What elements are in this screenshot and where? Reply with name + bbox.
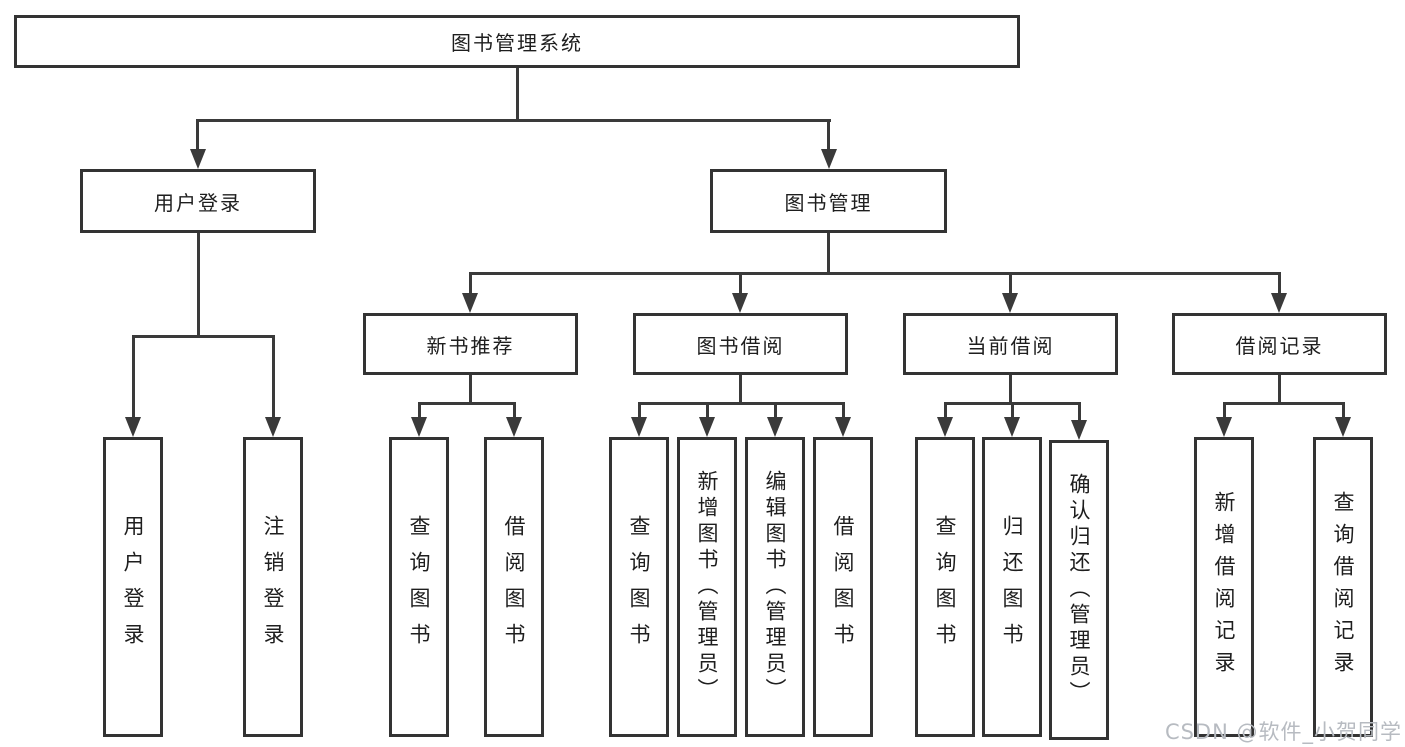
connector-line [827,119,830,151]
leaf-confirm-return-admin-label: 确认归还（管理员） [1067,473,1091,707]
node-book-borrow: 图书借阅 [633,313,848,375]
arrow-down-icon [699,417,715,437]
node-root: 图书管理系统 [14,15,1020,68]
leaf-query-book-3: 查询图书 [915,437,975,737]
leaf-logout: 注销登录 [243,437,303,737]
arrow-down-icon [937,417,953,437]
leaf-return-book-label: 归还图书 [1000,515,1024,659]
arrow-down-icon [835,417,851,437]
leaf-query-book-2-label: 查询图书 [627,515,651,659]
connector-line [470,272,1280,275]
node-user-login: 用户登录 [80,169,316,233]
leaf-edit-book-admin: 编辑图书（管理员） [745,437,805,737]
connector-line [1223,402,1226,420]
arrow-down-icon [190,149,206,169]
node-borrow-record: 借阅记录 [1172,313,1387,375]
leaf-query-book-2: 查询图书 [609,437,669,737]
connector-line [1278,375,1281,403]
connector-line [516,68,519,120]
connector-line [419,402,515,405]
arrow-down-icon [732,293,748,313]
leaf-query-borrow-record-label: 查询借阅记录 [1331,491,1355,683]
node-book-management-label: 图书管理 [784,190,873,215]
node-book-borrow-label: 图书借阅 [696,333,785,358]
leaf-query-book-3-label: 查询图书 [933,515,957,659]
leaf-query-book-1: 查询图书 [389,437,449,737]
node-borrow-record-label: 借阅记录 [1235,333,1324,358]
node-new-book-recommend: 新书推荐 [363,313,578,375]
connector-line [418,402,421,420]
leaf-return-book: 归还图书 [982,437,1042,737]
connector-line [272,335,275,419]
arrow-down-icon [1004,417,1020,437]
leaf-edit-book-admin-label: 编辑图书（管理员） [763,470,787,704]
node-user-login-label: 用户登录 [154,190,242,215]
arrow-down-icon [1071,420,1087,440]
node-current-borrow-label: 当前借阅 [966,333,1055,358]
connector-line [774,402,777,420]
leaf-borrow-book-2: 借阅图书 [813,437,873,737]
csdn-watermark: CSDN @软件_小贺同学 [1164,720,1402,744]
arrow-down-icon [631,417,647,437]
connector-line [1278,272,1281,295]
node-current-borrow: 当前借阅 [903,313,1118,375]
node-book-management: 图书管理 [710,169,947,233]
leaf-logout-label: 注销登录 [261,515,285,659]
leaf-user-login: 用户登录 [103,437,163,737]
connector-line [1009,375,1012,403]
arrow-down-icon [1002,293,1018,313]
leaf-add-borrow-record: 新增借阅记录 [1194,437,1254,737]
leaf-query-borrow-record: 查询借阅记录 [1313,437,1373,737]
connector-line [639,402,844,405]
arrow-down-icon [1271,293,1287,313]
connector-line [739,375,742,403]
connector-line [513,402,516,420]
leaf-add-book-admin-label: 新增图书（管理员） [695,470,719,704]
arrow-down-icon [265,417,281,437]
leaf-query-book-1-label: 查询图书 [407,515,431,659]
connector-line [132,335,274,338]
leaf-borrow-book-1-label: 借阅图书 [502,515,526,659]
arrow-down-icon [506,417,522,437]
connector-line [469,272,472,295]
leaf-user-login-label: 用户登录 [121,515,145,659]
node-root-label: 图书管理系统 [451,31,583,55]
connector-line [827,233,830,273]
connector-line [944,402,947,420]
arrow-down-icon [411,417,427,437]
connector-line [1078,402,1081,423]
leaf-add-book-admin: 新增图书（管理员） [677,437,737,737]
arrow-down-icon [821,149,837,169]
connector-line [842,402,845,420]
connector-line [197,233,200,336]
connector-line [1224,402,1344,405]
connector-line [132,335,135,419]
arrow-down-icon [125,417,141,437]
leaf-add-borrow-record-label: 新增借阅记录 [1212,491,1236,683]
connector-line [739,272,742,295]
connector-line [706,402,709,420]
arrow-down-icon [462,293,478,313]
connector-line [1342,402,1345,420]
connector-line [197,119,831,122]
connector-line [196,119,199,151]
connector-line [1009,272,1012,295]
arrow-down-icon [1335,417,1351,437]
arrow-down-icon [767,417,783,437]
leaf-borrow-book-2-label: 借阅图书 [831,515,855,659]
connector-line [1011,402,1014,420]
node-new-book-recommend-label: 新书推荐 [426,333,515,358]
leaf-confirm-return-admin: 确认归还（管理员） [1049,440,1109,740]
connector-line [469,375,472,403]
arrow-down-icon [1216,417,1232,437]
connector-line [638,402,641,420]
leaf-borrow-book-1: 借阅图书 [484,437,544,737]
